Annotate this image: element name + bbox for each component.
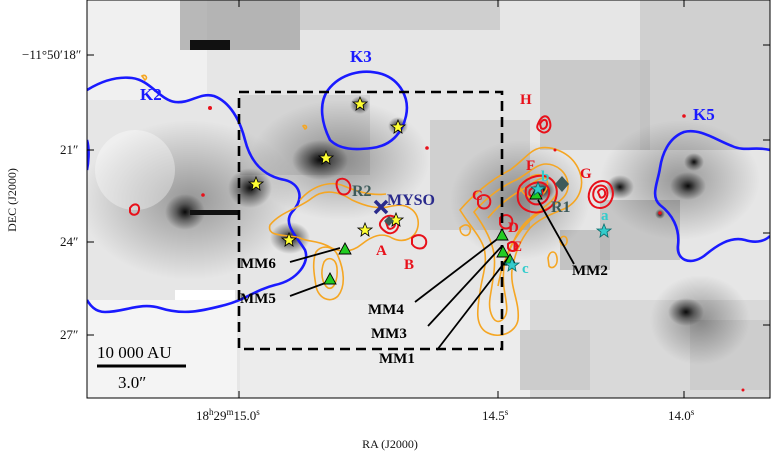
label-MM1: MM1	[379, 351, 415, 367]
y-tick-labels: −11°50′18″ 21″ 24″ 27″	[22, 47, 81, 342]
label-MM2: MM2	[572, 263, 608, 279]
greyscale-image	[87, 0, 770, 398]
red-dots	[201, 106, 745, 392]
star-marker	[247, 95, 407, 247]
label-E: E	[512, 239, 522, 255]
label-R2: R2	[352, 183, 372, 200]
dashed-region-box	[237, 90, 504, 351]
x-tick-label: 14.0s	[668, 407, 695, 423]
label-R1: R1	[551, 199, 571, 216]
x-tick-label: 18h29m15.0s	[196, 407, 260, 423]
label-MM4: MM4	[368, 302, 404, 318]
y-tick-label: 27″	[60, 327, 78, 342]
x-axis-title: RA (J2000)	[362, 437, 418, 451]
label-a: a	[601, 208, 609, 224]
red-contours	[129, 115, 614, 252]
y-axis-title: DEC (J2000)	[5, 168, 19, 232]
cyan-star-marker	[503, 180, 613, 272]
pointer-lines	[289, 199, 575, 351]
label-MM6: MM6	[240, 256, 276, 272]
label-MM3: MM3	[371, 326, 407, 342]
label-MM5: MM5	[240, 291, 276, 307]
label-b: b	[541, 169, 549, 185]
label-c: c	[522, 261, 529, 277]
scale-bar: 10 000 AU 3.0″	[97, 343, 186, 392]
axis-ticks	[87, 0, 770, 398]
mm-core-marker	[323, 187, 543, 285]
label-B: B	[404, 257, 414, 273]
labels: K2 K3 K5 MYSO R2 R1 MM6 MM5 MM4 MM3 MM1 …	[140, 47, 715, 367]
label-K2: K2	[140, 85, 162, 104]
label-K3: K3	[350, 47, 372, 66]
label-A: A	[376, 243, 387, 259]
y-tick-label: 24″	[60, 234, 78, 249]
y-tick-label: 21″	[60, 142, 78, 157]
myso-marker	[373, 199, 389, 215]
x-tick-labels: 18h29m15.0s 14.5s 14.0s	[196, 407, 695, 423]
label-F: F	[526, 158, 535, 174]
y-tick-label: −11°50′18″	[22, 47, 81, 62]
x-tick-label: 14.5s	[482, 407, 509, 423]
markers	[247, 95, 613, 285]
scalebar-angle: 3.0″	[118, 373, 146, 392]
label-H: H	[520, 92, 532, 108]
label-K5: K5	[693, 105, 715, 124]
label-D: D	[508, 220, 519, 236]
r-source-marker	[384, 176, 569, 226]
scalebar-length: 10 000 AU	[97, 343, 172, 362]
plot-frame	[86, 0, 771, 399]
blue-contours	[87, 70, 770, 314]
label-MYSO: MYSO	[387, 192, 435, 209]
label-G: G	[580, 166, 592, 182]
label-C: C	[472, 188, 483, 204]
